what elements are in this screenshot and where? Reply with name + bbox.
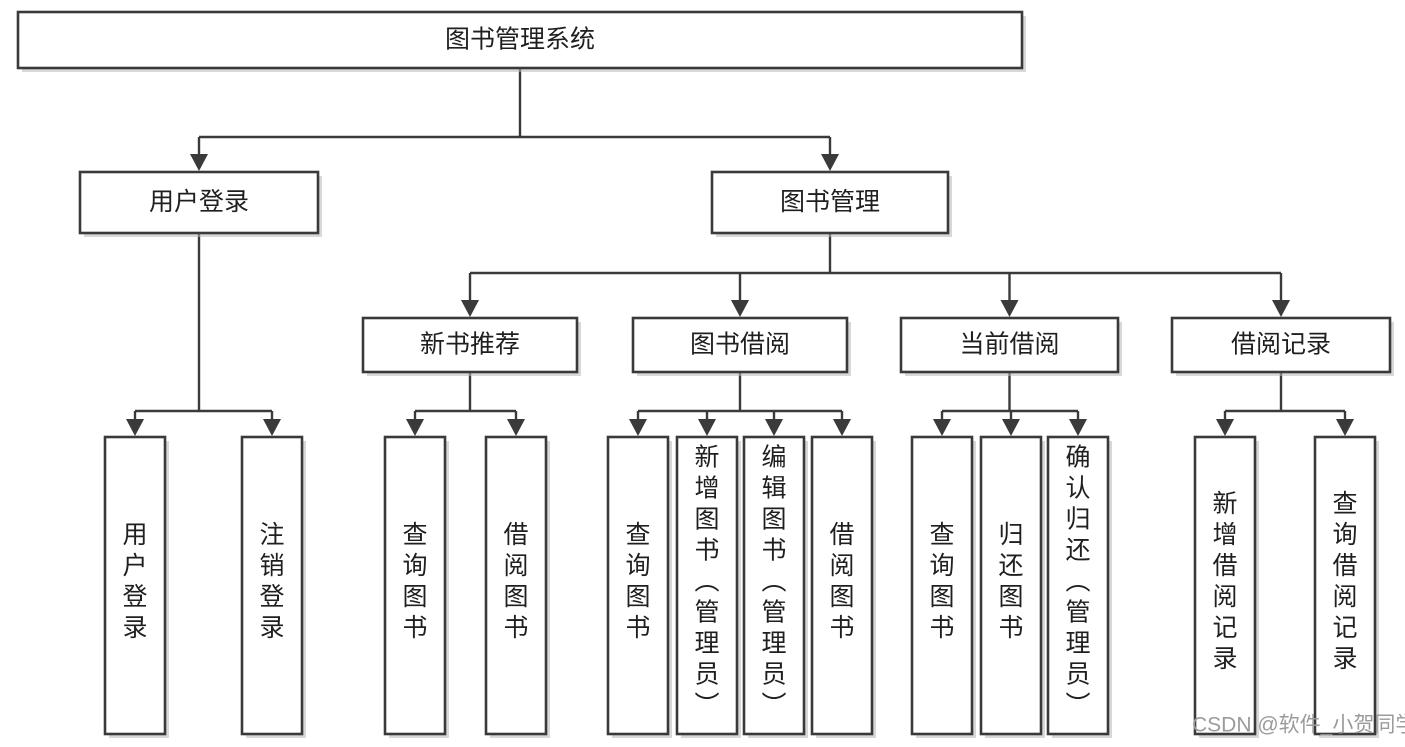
- node-root[interactable]: 图书管理系统: [16, 10, 1026, 72]
- node-rect[interactable]: [361, 316, 579, 374]
- node-leaf-add-borrow-record[interactable]: 新增借阅记录: [1193, 435, 1259, 738]
- node-label: 新增借阅记录: [1212, 490, 1237, 673]
- node-label: 新书推荐: [420, 331, 520, 359]
- node-book-management[interactable]: 图书管理: [710, 170, 952, 237]
- node-rect[interactable]: [910, 435, 974, 736]
- node-label: 查询图书: [402, 521, 427, 642]
- connectors-layer: [126, 68, 1354, 436]
- node-label: 用户登录: [122, 521, 147, 642]
- node-leaf-query-books-recommend[interactable]: 查询图书: [383, 435, 449, 738]
- arrow-head: [126, 419, 144, 436]
- node-rect[interactable]: [810, 435, 874, 736]
- arrow-head: [1002, 419, 1020, 436]
- nodes-layer: 图书管理系统用户登录图书管理新书推荐图书借阅当前借阅借阅记录用户登录注销登录查询…: [16, 10, 1394, 738]
- node-rect[interactable]: [675, 435, 739, 736]
- node-leaf-query-books-borrow[interactable]: 查询图书: [606, 435, 672, 738]
- node-rect[interactable]: [78, 170, 320, 235]
- arrow-head: [833, 419, 851, 436]
- node-leaf-confirm-return-admin[interactable]: 确认归还︵管理员︶: [1046, 435, 1112, 738]
- arrow-head: [629, 419, 647, 436]
- node-label: 图书管理: [780, 188, 880, 216]
- node-label: 借阅图书: [829, 521, 854, 642]
- node-label: 图书借阅: [690, 331, 790, 359]
- node-label: 编辑图书︵管理员︶: [761, 444, 786, 720]
- node-user-login[interactable]: 用户登录: [78, 170, 322, 237]
- node-rect[interactable]: [1170, 316, 1392, 374]
- node-leaf-borrow-book[interactable]: 借阅图书: [810, 435, 876, 738]
- node-new-book-recommend[interactable]: 新书推荐: [361, 316, 581, 376]
- node-leaf-query-borrow-record[interactable]: 查询借阅记录: [1313, 435, 1379, 738]
- arrow-head: [1000, 300, 1019, 317]
- node-rect[interactable]: [103, 435, 167, 736]
- node-rect[interactable]: [16, 10, 1024, 70]
- node-rect[interactable]: [979, 435, 1043, 736]
- node-rect[interactable]: [710, 170, 950, 235]
- arrow-head: [461, 300, 479, 317]
- node-label: 归还图书: [998, 521, 1023, 642]
- node-rect[interactable]: [1193, 435, 1257, 736]
- node-rect[interactable]: [383, 435, 447, 736]
- node-label: 查询图书: [929, 521, 954, 642]
- arrow-head: [507, 419, 525, 436]
- node-label: 用户登录: [149, 188, 249, 216]
- node-book-borrow[interactable]: 图书借阅: [631, 316, 851, 376]
- node-rect[interactable]: [631, 316, 849, 374]
- arrow-head: [765, 419, 783, 436]
- node-label: 当前借阅: [959, 331, 1059, 359]
- node-label: 查询图书: [625, 521, 650, 642]
- node-leaf-logout[interactable]: 注销登录: [240, 435, 306, 738]
- arrow-head: [698, 419, 716, 436]
- arrow-head: [190, 154, 208, 171]
- node-leaf-user-login[interactable]: 用户登录: [103, 435, 169, 738]
- arrow-head: [933, 419, 951, 436]
- node-label: 新增图书︵管理员︶: [694, 444, 719, 720]
- csdn-watermark: CSDN @软件_小贺同学: [1192, 714, 1405, 737]
- node-label: 借阅图书: [503, 521, 528, 642]
- node-rect[interactable]: [1313, 435, 1377, 736]
- node-label: 注销登录: [259, 521, 284, 642]
- node-current-borrow[interactable]: 当前借阅: [899, 316, 1122, 376]
- node-leaf-query-books-current[interactable]: 查询图书: [910, 435, 976, 738]
- node-borrow-record[interactable]: 借阅记录: [1170, 316, 1394, 376]
- node-rect[interactable]: [1046, 435, 1110, 736]
- node-rect[interactable]: [742, 435, 806, 736]
- arrow-head: [1336, 419, 1354, 436]
- node-label: 借阅记录: [1231, 331, 1331, 359]
- arrow-head: [263, 419, 281, 436]
- arrow-head: [406, 419, 424, 436]
- arrow-head: [821, 154, 839, 171]
- node-rect[interactable]: [240, 435, 304, 736]
- arrow-head: [1216, 419, 1234, 436]
- node-label: 图书管理系统: [445, 26, 595, 54]
- arrow-head: [1272, 300, 1290, 317]
- watermark-layer: CSDN @软件_小贺同学: [1192, 714, 1405, 737]
- node-rect[interactable]: [899, 316, 1120, 374]
- arrow-head: [1069, 419, 1087, 436]
- node-leaf-add-book-admin[interactable]: 新增图书︵管理员︶: [675, 435, 741, 738]
- node-leaf-return-book[interactable]: 归还图书: [979, 435, 1045, 738]
- node-rect[interactable]: [606, 435, 670, 736]
- node-leaf-borrow-books-recommend[interactable]: 借阅图书: [484, 435, 550, 738]
- node-label: 查询借阅记录: [1332, 490, 1357, 673]
- arrow-head: [731, 300, 749, 317]
- node-label: 确认归还︵管理员︶: [1065, 444, 1090, 720]
- node-rect[interactable]: [484, 435, 548, 736]
- node-leaf-edit-book-admin[interactable]: 编辑图书︵管理员︶: [742, 435, 808, 738]
